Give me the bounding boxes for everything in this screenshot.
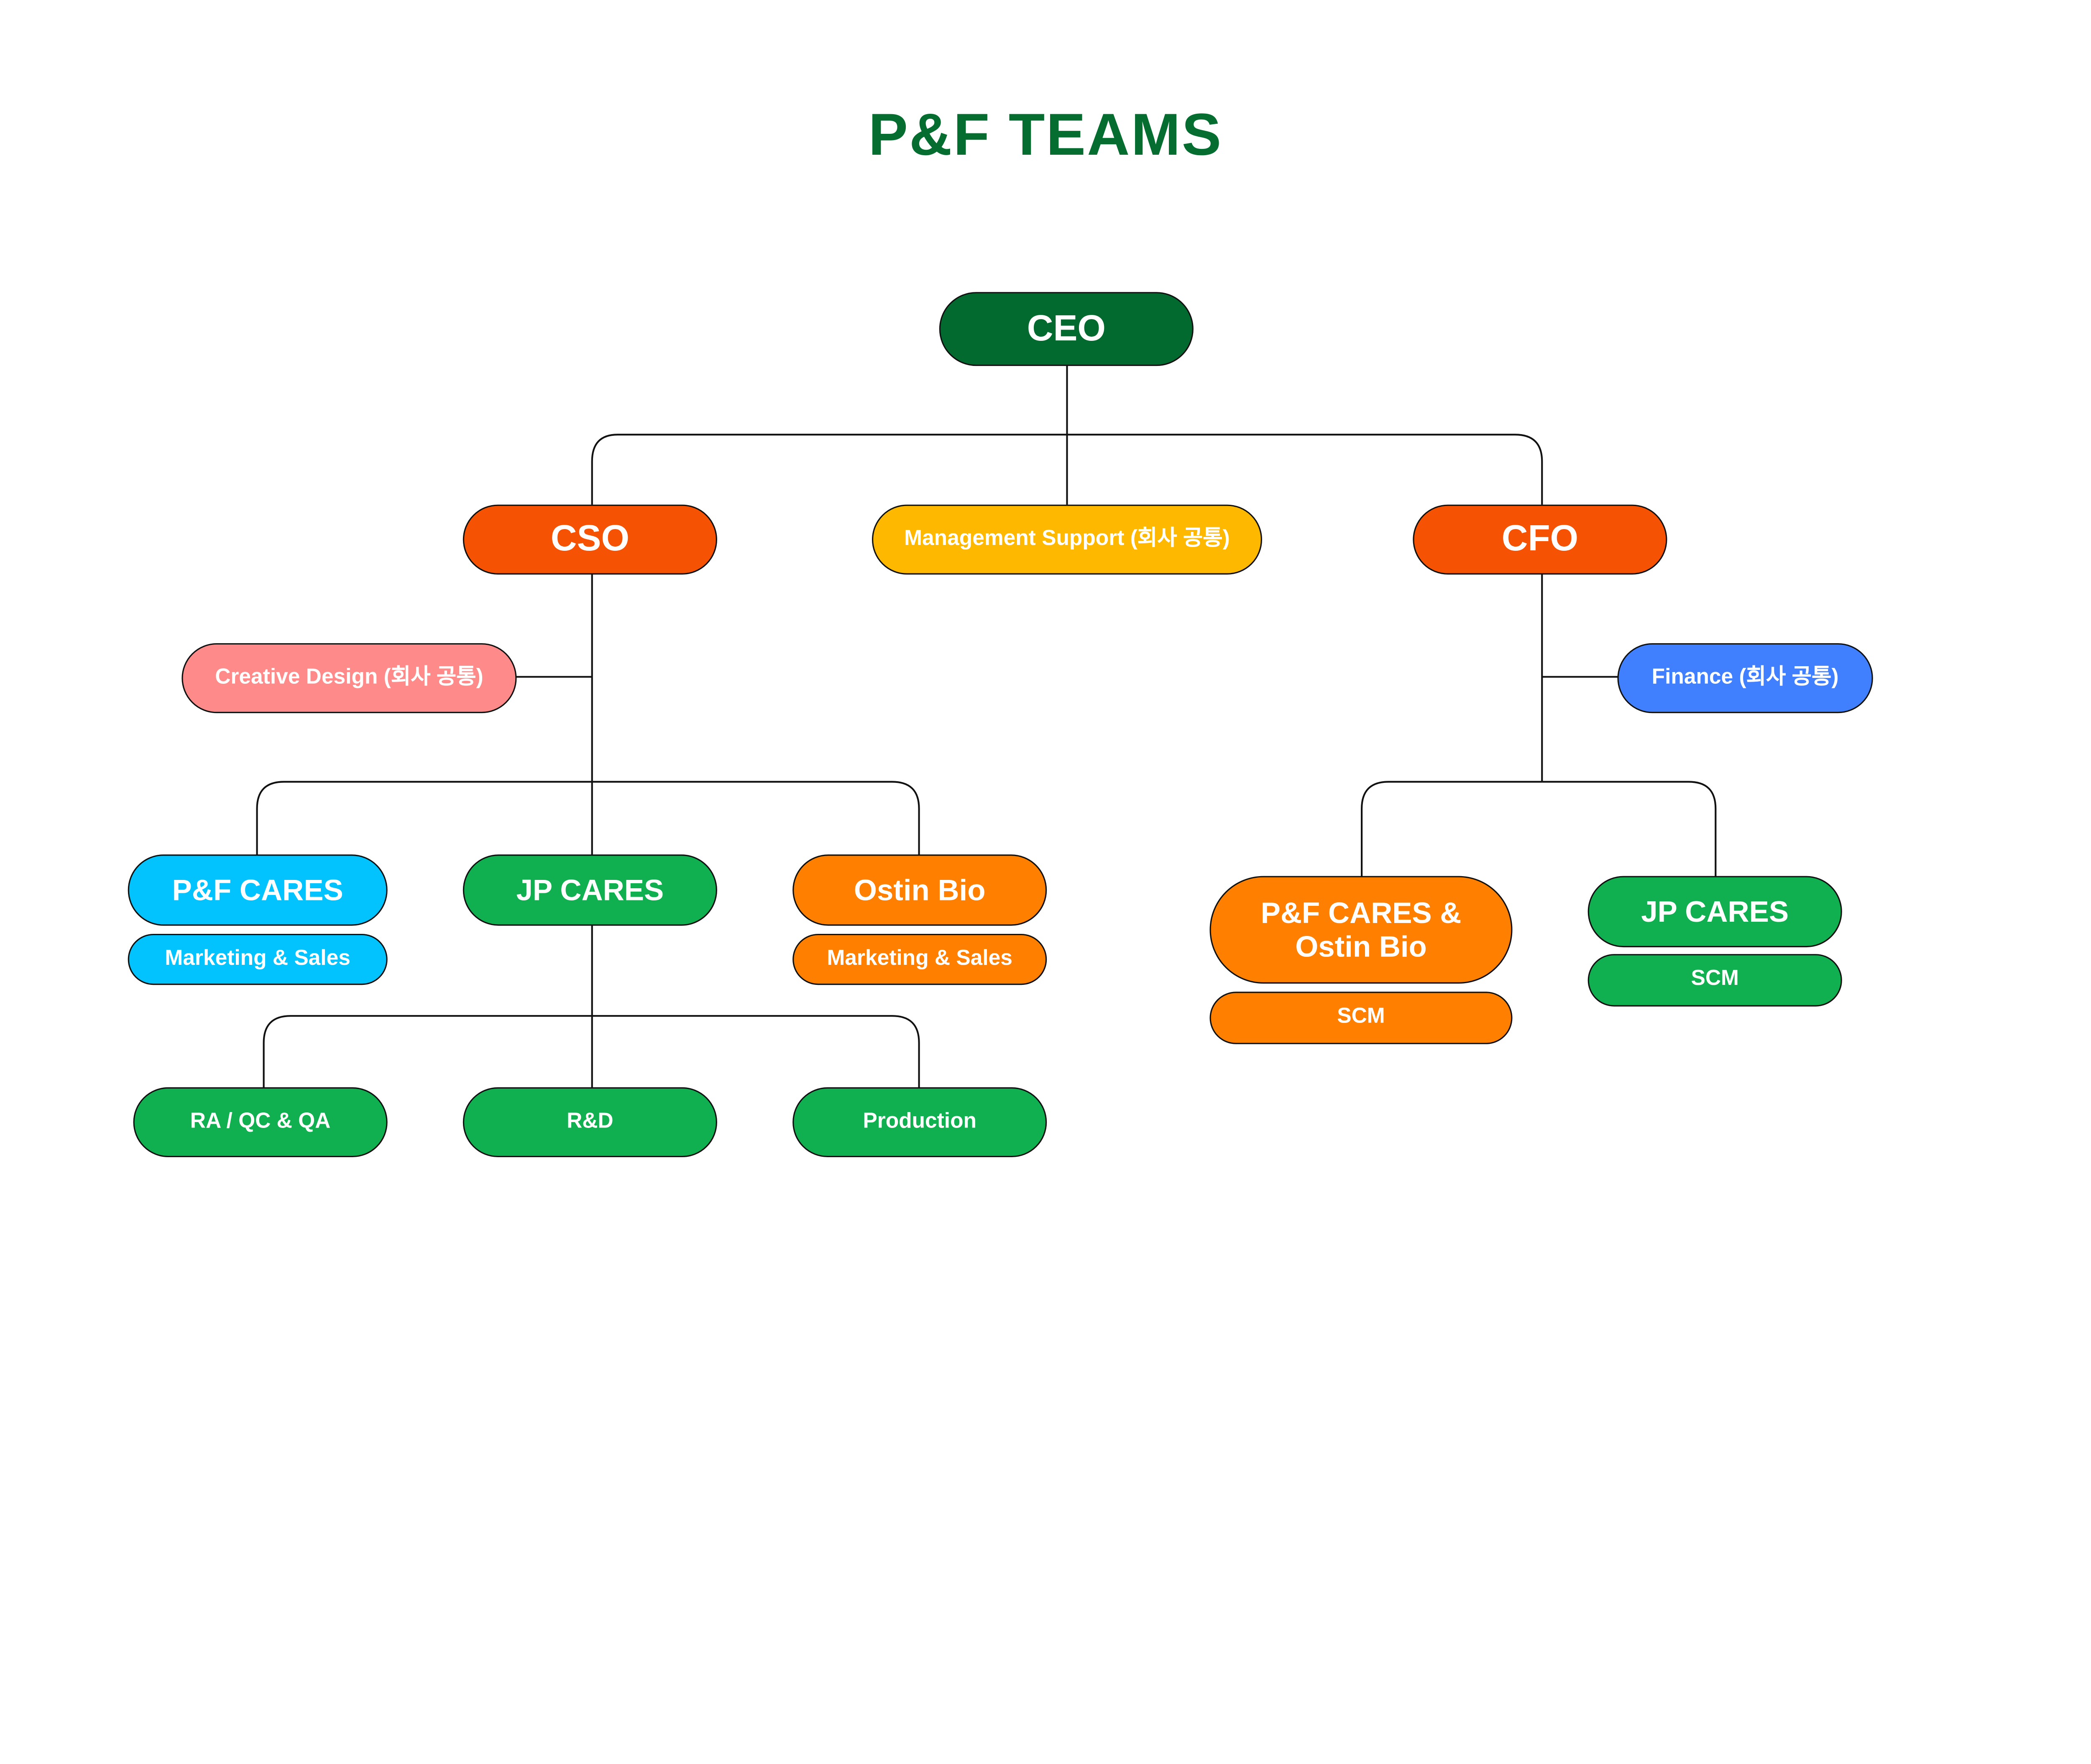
- node-rnd-label: R&D: [567, 1110, 613, 1133]
- node-ostin-bio: Ostin Bio: [792, 854, 1047, 926]
- node-jp-cares-cso: JP CARES: [463, 854, 717, 926]
- node-pf-cares: P&F CARES: [128, 854, 388, 926]
- node-pf-ostin: P&F CARES & Ostin Bio: [1209, 876, 1513, 984]
- node-production-label: Production: [863, 1110, 977, 1133]
- node-jp-cares-cfo-label: JP CARES: [1641, 895, 1789, 928]
- node-ceo-label: CEO: [1027, 308, 1106, 349]
- node-jp-cares-cfo-sub: SCM: [1587, 954, 1842, 1007]
- connector-cfo-left: [1361, 781, 1542, 877]
- node-ostin-bio-sub-label: Marketing & Sales: [827, 947, 1012, 970]
- page-title: P&F TEAMS: [868, 102, 1223, 169]
- node-pf-cares-sub-label: Marketing & Sales: [165, 947, 350, 970]
- node-ostin-bio-label: Ostin Bio: [854, 873, 986, 907]
- node-pf-cares-sub: Marketing & Sales: [128, 933, 388, 985]
- connector-jp-left: [263, 1015, 592, 1089]
- node-production: Production: [792, 1087, 1047, 1158]
- node-jp-cares-cfo-sub-label: SCM: [1691, 968, 1739, 991]
- node-ra-qc-qa-label: RA / QC & QA: [190, 1110, 331, 1133]
- node-ostin-bio-sub: Marketing & Sales: [792, 933, 1047, 985]
- node-jp-cares-cso-label: JP CARES: [516, 873, 664, 907]
- node-pf-ostin-sub: SCM: [1209, 992, 1513, 1044]
- connector-cso-left: [256, 781, 592, 856]
- node-cso: CSO: [463, 504, 717, 575]
- node-pf-ostin-line1: P&F CARES &: [1260, 895, 1462, 930]
- node-creative-design-label: Creative Design (회사 공통): [215, 666, 483, 689]
- node-pf-ostin-sub-label: SCM: [1337, 1005, 1385, 1029]
- connector-ceo-cfo: [1067, 434, 1543, 505]
- connector-cfo-right: [1542, 781, 1717, 877]
- connector-lines: [256, 364, 1717, 1089]
- node-pf-ostin-line2: Ostin Bio: [1295, 930, 1427, 964]
- connector-jp-right: [592, 1015, 920, 1089]
- connector-ceo-cso: [591, 434, 1067, 505]
- node-finance: Finance (회사 공통): [1617, 643, 1873, 713]
- node-ra-qc-qa: RA / QC & QA: [133, 1087, 388, 1158]
- node-management-support-label: Management Support (회사 공통): [904, 527, 1230, 550]
- node-cfo: CFO: [1413, 504, 1667, 575]
- node-cfo-label: CFO: [1501, 519, 1579, 559]
- node-pf-cares-label: P&F CARES: [172, 873, 343, 907]
- node-cso-label: CSO: [550, 519, 629, 559]
- connector-cso-right: [592, 781, 920, 856]
- node-creative-design: Creative Design (회사 공통): [181, 643, 517, 713]
- node-ceo: CEO: [939, 292, 1194, 366]
- node-rnd: R&D: [463, 1087, 717, 1158]
- node-jp-cares-cfo: JP CARES: [1587, 876, 1842, 948]
- node-finance-label: Finance (회사 공통): [1651, 666, 1839, 689]
- org-chart: P&F TEAMS CEO CSO Management Support (회사…: [128, 102, 1873, 1158]
- node-management-support: Management Support (회사 공통): [872, 504, 1263, 575]
